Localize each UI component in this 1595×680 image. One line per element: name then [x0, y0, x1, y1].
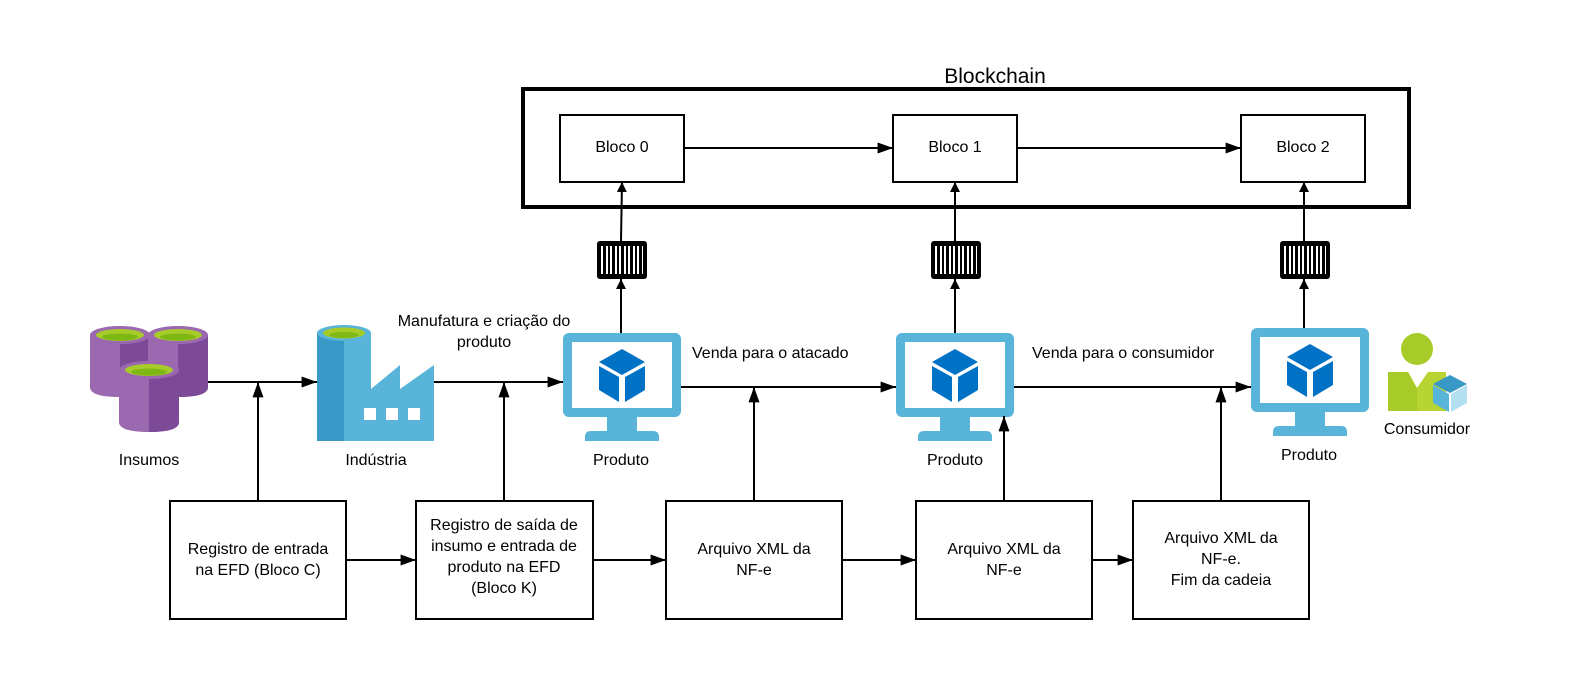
industria-node[interactable]: Indústria	[317, 325, 434, 469]
record-1-line-1: Registro de entrada	[188, 541, 329, 558]
barcode-icon	[931, 241, 981, 279]
record-2-line-4: (Bloco K)	[471, 580, 537, 597]
record-4-line-1: Arquivo XML da	[947, 541, 1060, 558]
block-1[interactable]: Bloco 1	[892, 114, 1018, 183]
record-box-2[interactable]: Registro de saída de insumo e entrada de…	[415, 500, 594, 620]
record-box-1[interactable]: Registro de entrada na EFD (Bloco C)	[169, 500, 347, 620]
barcode-icon	[1280, 241, 1330, 279]
block-0-label: Bloco 0	[595, 139, 648, 156]
block-1-label: Bloco 1	[928, 139, 981, 156]
consumer-icon	[1388, 333, 1467, 412]
record-5-line-2: NF-e.	[1201, 551, 1241, 568]
blockchain-title: Blockchain	[944, 65, 1046, 88]
block-0[interactable]: Bloco 0	[559, 114, 685, 183]
monitor-cube-icon	[896, 333, 1014, 441]
database-icon	[119, 361, 179, 432]
record-box-5[interactable]: Arquivo XML da NF-e. Fim da cadeia	[1132, 500, 1310, 620]
record-box-4[interactable]: Arquivo XML da NF-e	[915, 500, 1093, 620]
record-2-line-1: Registro de saída de	[430, 517, 578, 534]
produto-3-label: Produto	[1281, 447, 1337, 464]
record-3-line-1: Arquivo XML da	[697, 541, 810, 558]
produto-1-label: Produto	[593, 452, 649, 469]
barcode-icon	[597, 241, 647, 279]
consumidor-label: Consumidor	[1384, 421, 1471, 438]
edge-barcode0-block0	[616, 181, 627, 242]
record-5-line-1: Arquivo XML da	[1164, 530, 1277, 547]
industria-label: Indústria	[345, 452, 406, 469]
edge-label-manufatura-1: Manufatura e criação do	[398, 313, 571, 330]
produto-node-2[interactable]: Produto	[896, 333, 1014, 469]
edge-label-manufatura-2: produto	[457, 334, 511, 351]
produto-node-3[interactable]: Produto	[1251, 328, 1369, 464]
insumos-label: Insumos	[119, 452, 179, 469]
record-2-line-3: produto na EFD	[448, 559, 561, 576]
edge-label-venda-consumidor: Venda para o consumidor	[1032, 345, 1215, 362]
block-2-label: Bloco 2	[1276, 139, 1329, 156]
block-2[interactable]: Bloco 2	[1240, 114, 1366, 183]
insumos-node[interactable]: Insumos	[90, 326, 208, 469]
record-5-line-3: Fim da cadeia	[1171, 572, 1272, 589]
factory-icon	[317, 325, 434, 441]
blockchain-container	[521, 87, 1411, 209]
produto-2-label: Produto	[927, 452, 983, 469]
consumidor-node[interactable]: Consumidor	[1384, 333, 1471, 438]
produto-node-1[interactable]: Produto	[563, 333, 681, 469]
record-box-3[interactable]: Arquivo XML da NF-e	[665, 500, 843, 620]
monitor-cube-icon	[563, 333, 681, 441]
monitor-cube-icon	[1251, 328, 1369, 436]
record-1-line-2: na EFD (Bloco C)	[195, 562, 320, 579]
record-4-line-2: NF-e	[986, 562, 1022, 579]
edge-label-venda-atacado: Venda para o atacado	[692, 345, 849, 362]
record-3-line-2: NF-e	[736, 562, 772, 579]
record-2-line-2: insumo e entrada de	[431, 538, 577, 555]
